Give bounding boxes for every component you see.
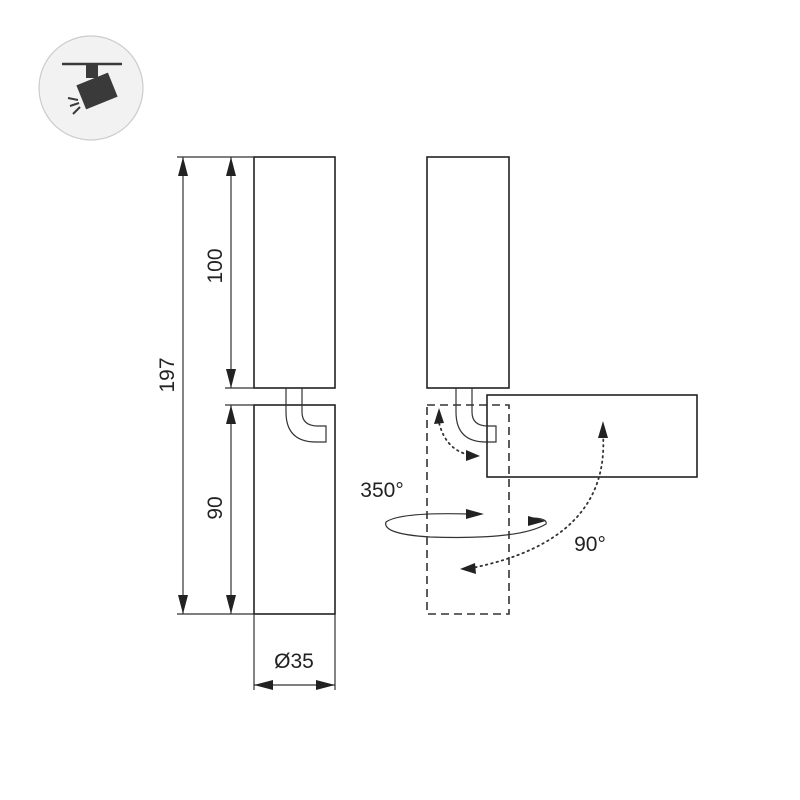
base-length-label: 90 [204, 496, 227, 519]
luminaire-base [253, 404, 336, 615]
vertical-angle-label: 90° [574, 533, 606, 556]
total-height-label: 197 [156, 357, 179, 392]
rotation-view: 350° 90° [360, 156, 698, 615]
vertical-tilt-arc [471, 433, 605, 569]
original-position-outline [426, 404, 510, 615]
track-spotlight-icon [38, 35, 144, 141]
horizontal-angle-label: 350° [360, 479, 403, 502]
front-view: 197 100 90 Ø35 [156, 156, 336, 690]
tilted-head [486, 394, 698, 478]
rotation-joint [455, 388, 497, 443]
fixed-body [426, 156, 510, 389]
horizontal-rotation-ellipse [385, 513, 547, 539]
diameter-label: Ø35 [274, 650, 314, 673]
head-length-label: 100 [204, 248, 227, 283]
luminaire-head [253, 156, 336, 389]
hinge-joint [285, 388, 327, 443]
